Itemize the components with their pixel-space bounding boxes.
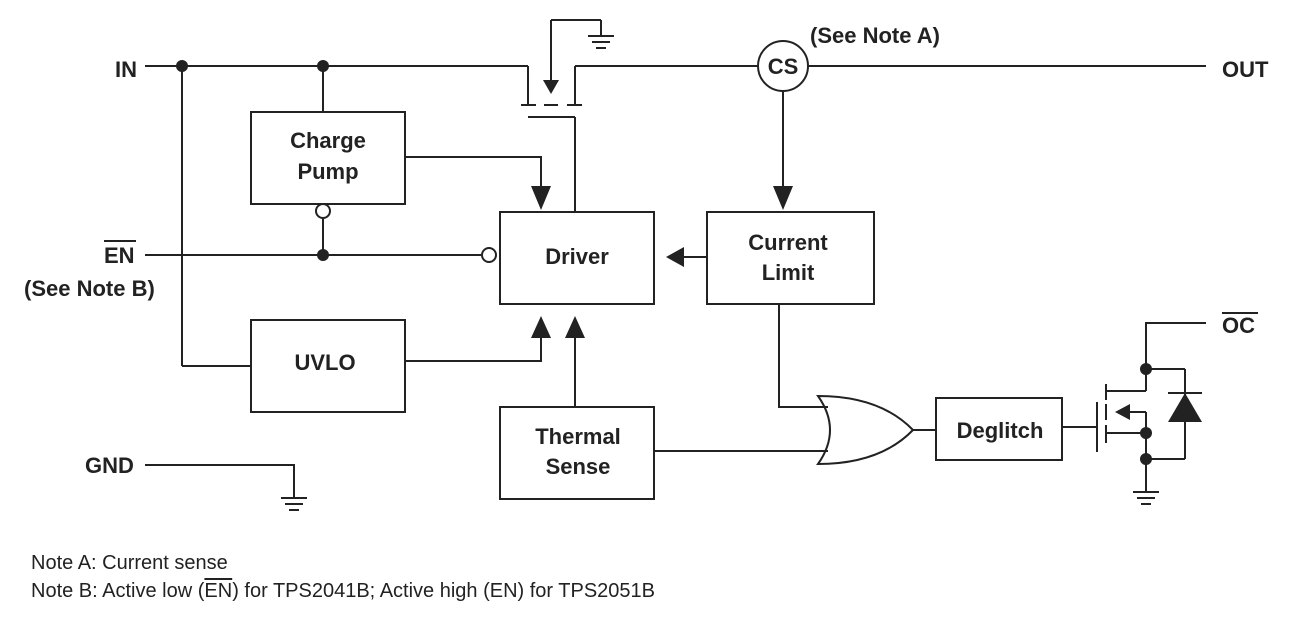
current-limit-block	[706, 211, 875, 305]
uvlo-to-driver-wire	[405, 338, 542, 362]
note-b-suffix: ) for TPS2041B; Active high (EN) for TPS…	[232, 580, 656, 602]
charge-pump-inversion-bubble	[315, 203, 331, 219]
thermal-sense-label: Sense	[546, 454, 611, 479]
charge-pump-label: Charge	[290, 128, 366, 153]
oc-clamp-diode	[1168, 393, 1202, 422]
charge-pump-to-driver-arrow	[531, 186, 551, 210]
charge-pump-to-driver-wire	[405, 156, 542, 186]
limit-to-or-wire	[778, 304, 828, 408]
charge-pump-label: Pump	[297, 159, 358, 184]
charge-pump-block	[250, 111, 406, 205]
note-b-en-overline: EN	[204, 580, 233, 602]
pin-gnd-label: GND	[85, 453, 134, 478]
or-gate	[816, 394, 915, 466]
thermal-to-driver-arrow	[565, 316, 585, 338]
junction-dot	[317, 60, 329, 72]
junction-dot	[176, 60, 188, 72]
pin-out-label: OUT	[1222, 57, 1269, 82]
cs-note-label: (See Note A)	[810, 23, 940, 48]
uvlo-label: UVLO	[294, 350, 355, 375]
junction-dot	[1140, 363, 1152, 375]
driver-block	[499, 211, 655, 305]
cs-label: CS	[768, 54, 799, 79]
driver-en-inversion-bubble	[481, 247, 497, 263]
oc-fet-body-arrow	[1115, 404, 1130, 420]
note-b: Note B: Active low (EN) for TPS2041B; Ac…	[31, 577, 655, 605]
junction-dot	[1140, 427, 1152, 439]
limit-to-driver-arrow	[666, 247, 684, 267]
pin-in-label: IN	[115, 57, 137, 82]
mosfet-body-arrow	[543, 80, 559, 94]
pin-oc-label: OC	[1222, 313, 1255, 338]
uvlo-to-driver-arrow	[531, 316, 551, 338]
oc-output-wire	[1145, 322, 1206, 369]
power-mosfet	[521, 19, 614, 212]
thermal-sense-block	[499, 406, 655, 500]
junction-dot	[317, 249, 329, 261]
thermal-sense-label: Thermal	[535, 424, 621, 449]
ground-symbol	[281, 497, 307, 511]
notes-section: Note A: Current sense Note B: Active low…	[31, 549, 655, 605]
note-a: Note A: Current sense	[31, 552, 228, 574]
uvlo-block	[250, 319, 406, 413]
cs-to-limit-arrow	[773, 186, 793, 210]
deglitch-label: Deglitch	[957, 418, 1044, 443]
pin-en-label: EN	[104, 243, 135, 268]
en-note-label: (See Note B)	[24, 276, 155, 301]
gnd-wire	[145, 464, 295, 498]
junction-dot	[1140, 453, 1152, 465]
current-limit-label: Current	[748, 230, 828, 255]
current-limit-label: Limit	[762, 260, 815, 285]
note-b-prefix: Note B: Active low (	[31, 580, 205, 602]
driver-label: Driver	[545, 244, 609, 269]
